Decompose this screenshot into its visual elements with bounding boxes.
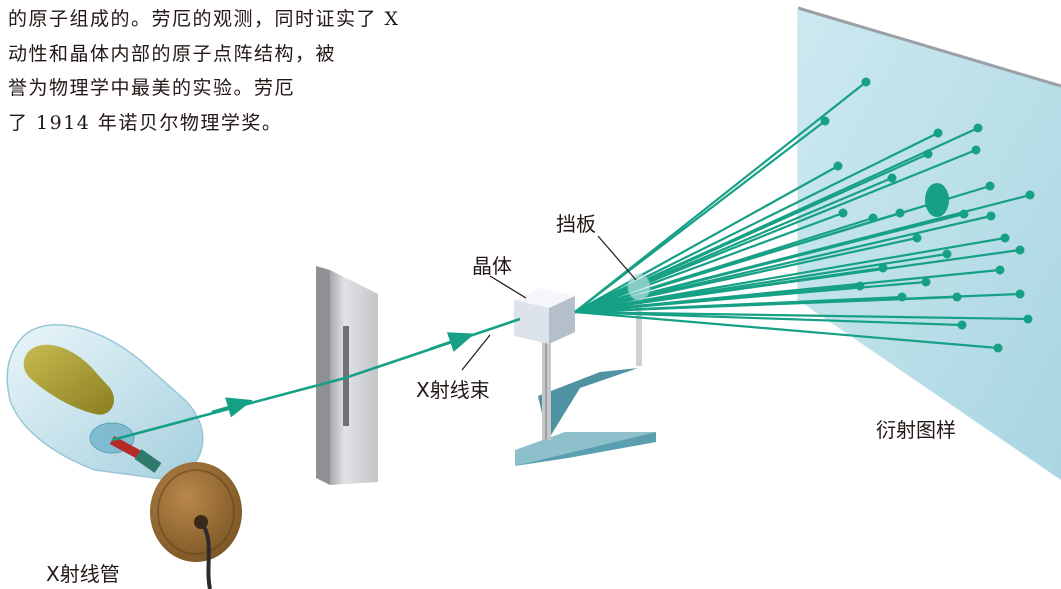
diffracted-ray [574, 211, 844, 314]
paragraph-line-3: 誉为物理学中最美的实验。劳厄 [8, 77, 296, 99]
diffracted-ray [574, 310, 999, 350]
baffle-disc [627, 273, 651, 301]
diffraction-spot [973, 123, 983, 133]
diffracted-ray [574, 266, 884, 314]
baffle-label: 挡板 [556, 212, 596, 236]
diffracted-ray [574, 211, 901, 314]
crystal-stand [515, 298, 656, 466]
crystal-label: 晶体 [472, 254, 512, 278]
diffraction-spot [1025, 190, 1035, 200]
diffracted-beams [574, 77, 1035, 353]
diffraction-spot [1015, 245, 1025, 255]
paragraph-line-1: 的原子组成的。劳厄的观测，同时证实了 X [8, 8, 400, 30]
diffraction-spot [912, 233, 922, 243]
paragraph-line-4: 了 1914 年诺贝尔物理学奖。 [8, 111, 283, 134]
crystal-cube [514, 288, 575, 344]
diffracted-ray [574, 280, 927, 314]
diffraction-spot [985, 181, 995, 191]
diffraction-screen [797, 6, 1061, 480]
diffraction-spot [957, 320, 967, 330]
incident-beam [111, 317, 521, 442]
diffraction-spot [921, 277, 931, 287]
diffraction-spot [887, 173, 897, 183]
diffraction-spot [1000, 233, 1010, 243]
diffraction-spot [895, 208, 905, 218]
diffracted-ray [574, 310, 963, 327]
diffraction-spot [838, 208, 848, 218]
diffraction-spot [995, 265, 1005, 275]
xray-tube [6, 324, 242, 589]
central-diffraction-spot [925, 183, 949, 217]
diffraction-spot [878, 263, 888, 273]
diffracted-ray [574, 292, 1021, 314]
leader-lines [461, 235, 637, 371]
diffraction-spot [971, 145, 981, 155]
diffraction-spot [861, 77, 871, 87]
diffraction-spot [923, 149, 933, 159]
diffraction-spot [942, 249, 952, 259]
diffracted-ray [574, 310, 1029, 321]
diffracted-ray [574, 120, 826, 313]
xray-beam-label: X射线束 [416, 378, 490, 402]
diffracted-ray [574, 236, 1006, 314]
diffracted-ray [574, 236, 918, 314]
diffraction-spot [855, 281, 865, 291]
paragraph-line-2: 动性和晶体内部的原子点阵结构，被 [8, 42, 337, 65]
intro-paragraph: 的原子组成的。劳厄的观测，同时证实了 X 动性和晶体内部的原子点阵结构，被 誉为… [0, 2, 560, 140]
xray-tube-label: X射线管 [46, 562, 120, 586]
diffraction-spot [933, 128, 943, 138]
diffraction-spot [959, 209, 969, 219]
diffraction-spot [833, 161, 843, 171]
diffraction-spot [986, 211, 996, 221]
diffraction-spot [1015, 289, 1025, 299]
diffracted-ray [574, 165, 839, 313]
slit-plate [316, 266, 378, 485]
diffraction-spot [993, 343, 1003, 353]
diffraction-pattern-label: 衍射图样 [876, 418, 956, 442]
diffraction-spot [1023, 314, 1033, 324]
diffraction-spot [820, 116, 830, 126]
